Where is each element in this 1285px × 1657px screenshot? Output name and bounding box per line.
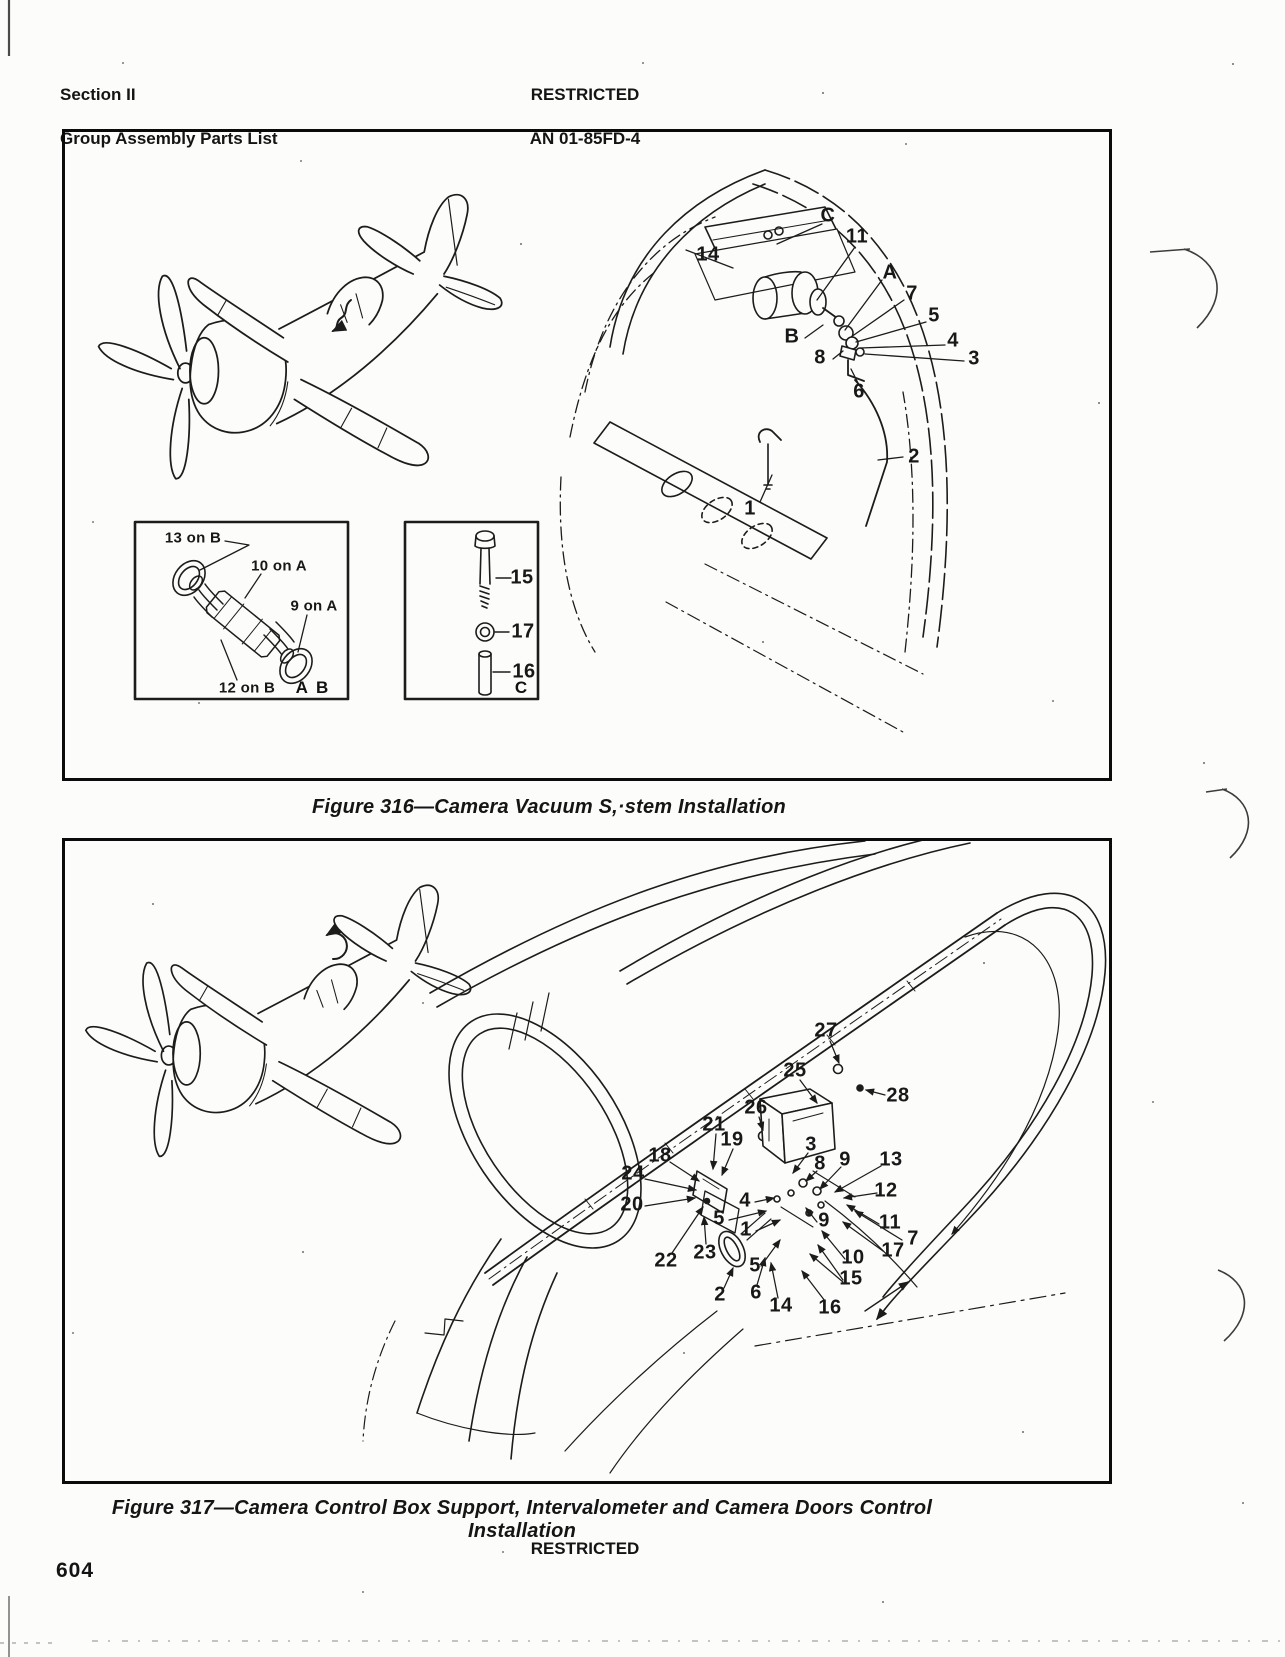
figure-316-detail-labels-ab: 13 on B 10 on A 9 on A 12 on B	[65, 132, 1109, 778]
callout-9: 9	[839, 1148, 851, 1171]
callout-16: 16	[512, 660, 536, 683]
callout-3: 3	[805, 1133, 817, 1156]
header-center: RESTRICTED AN 01-85FD-4	[335, 62, 835, 172]
detail-box-c-label: C	[514, 678, 530, 697]
callout-11: 11	[845, 225, 869, 248]
callout-26: 26	[744, 1096, 768, 1119]
callout-25: 25	[783, 1059, 807, 1082]
callout-7: 7	[906, 282, 918, 305]
callout-19: 19	[720, 1128, 744, 1151]
callout-2: 2	[908, 445, 920, 468]
callout-c: C	[820, 204, 836, 227]
callout-12-on-b: 12 on B	[218, 679, 276, 697]
callout-7: 7	[907, 1227, 919, 1250]
callout-12: 12	[874, 1179, 898, 1202]
callout-5: 5	[928, 304, 940, 327]
detail-box-ab-label: A B	[295, 678, 331, 697]
callout-21: 21	[702, 1113, 726, 1136]
figure-317-caption: Figure 317—Camera Control Box Support, I…	[111, 1497, 933, 1542]
callout-13-on-b: 13 on B	[164, 529, 222, 547]
callout-b: B	[784, 325, 800, 348]
callout-8: 8	[814, 346, 826, 369]
callout-10-on-a: 10 on A	[251, 557, 307, 575]
callout-15: 15	[510, 566, 534, 589]
header-section: Section II	[60, 85, 136, 104]
callout-9: 9	[818, 1209, 830, 1232]
header-restricted: RESTRICTED	[530, 85, 640, 104]
callout-4: 4	[947, 329, 959, 352]
figure-317-line-art	[84, 841, 1107, 1474]
figure-316-caption: Figure 316—Camera Vacuum S,·stem Install…	[312, 796, 786, 818]
callout-8: 8	[814, 1152, 826, 1175]
callout-22: 22	[654, 1249, 678, 1272]
callout-3: 3	[968, 347, 980, 370]
callout-28: 28	[886, 1084, 910, 1107]
callout-a: A	[882, 261, 898, 284]
header-left: Section II Group Assembly Parts List	[60, 62, 278, 172]
callout-20: 20	[620, 1193, 644, 1216]
callout-23: 23	[693, 1241, 717, 1264]
callout-9-on-a: 9 on A	[290, 597, 338, 615]
page-number: 604	[56, 1559, 95, 1582]
callout-10: 10	[841, 1246, 865, 1269]
callout-14: 14	[696, 243, 720, 266]
callout-5: 5	[713, 1207, 725, 1230]
callout-24: 24	[621, 1162, 645, 1185]
callout-27: 27	[814, 1019, 838, 1042]
callout-6: 6	[750, 1281, 762, 1304]
callout-4: 4	[739, 1189, 751, 1212]
callout-16: 16	[818, 1296, 842, 1319]
callout-11: 11	[878, 1211, 902, 1234]
callout-5: 5	[749, 1254, 761, 1277]
figure-316-line-art	[97, 169, 965, 733]
callout-1: 1	[740, 1218, 752, 1241]
callout-2: 2	[714, 1283, 726, 1306]
callout-13: 13	[879, 1148, 903, 1171]
callout-15: 15	[839, 1267, 863, 1290]
callout-17: 17	[511, 620, 535, 643]
callout-18: 18	[648, 1144, 672, 1167]
header-doc-number: AN 01-85FD-4	[529, 129, 641, 148]
footer-restricted: RESTRICTED	[530, 1539, 640, 1558]
callout-6: 6	[853, 380, 865, 403]
callout-14: 14	[769, 1294, 793, 1317]
callout-1: 1	[744, 497, 756, 520]
header-group-assembly: Group Assembly Parts List	[60, 129, 278, 148]
callout-17: 17	[881, 1239, 905, 1262]
